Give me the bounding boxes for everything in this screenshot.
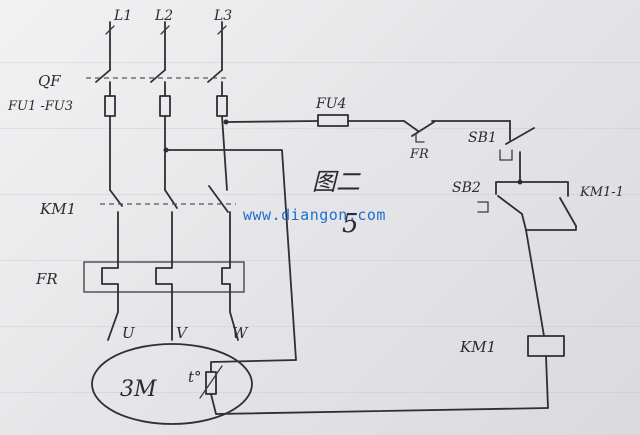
figure-caption: 图二 (312, 168, 361, 196)
thermistor-symbol (199, 359, 549, 415)
phase-label-l3: L3 (213, 8, 232, 24)
paper-ruling-line (0, 392, 640, 393)
watermark-url: www.diangon.com (243, 206, 386, 224)
control-fuse-label: FU4 (315, 96, 346, 112)
stop-button-label: SB1 (468, 130, 497, 146)
paper-ruling-line (0, 260, 640, 261)
phase-label-l1: L1 (113, 8, 132, 24)
thermal-relay-label: FR (35, 270, 58, 288)
contactor-km1-main-contacts (100, 185, 236, 263)
start-button-label: SB2 (452, 180, 481, 196)
coil-label: KM1 (459, 338, 496, 356)
contactor-main-label: KM1 (39, 200, 76, 218)
breaker-label: QF (38, 72, 61, 90)
thermal-relay-fr-box (83, 261, 245, 293)
power-lines-mid (109, 115, 228, 191)
paper-ruling-line (0, 62, 640, 63)
paper-ruling-line (0, 128, 640, 129)
figure-scribble: 5 (342, 209, 359, 239)
coil-branch (525, 229, 565, 409)
phase-label-l2: L2 (154, 8, 173, 24)
control-tap-wires (163, 119, 319, 361)
labels-layer: L1 L2 L3 QF FU1 -FU3 FU4 FR SB1 SB2 KM1-… (7, 8, 624, 402)
motor-terminal-v: V (176, 324, 189, 342)
phase-supply-lines (105, 21, 227, 71)
fuse-bank-label: FU1 -FU3 (7, 99, 73, 114)
breaker-qf-symbol (86, 69, 228, 97)
stop-button-sb1 (499, 120, 535, 185)
motor-feed-lines (107, 291, 239, 341)
paper-ruling-line (0, 194, 640, 195)
paper-ruling-line (0, 326, 640, 327)
control-fuse-fu4 (317, 114, 405, 127)
start-button-sb2 (477, 181, 527, 231)
aux-contact-km1-1 (519, 181, 577, 231)
motor-terminal-w: W (232, 324, 249, 342)
motor-label: 3M (120, 377, 157, 402)
thermistor-label: t° (188, 368, 202, 386)
fuse-bank-symbol (104, 95, 228, 117)
thermal-contact-fr (403, 120, 511, 143)
motor-terminal-u: U (122, 324, 136, 342)
thermal-contact-label: FR (409, 147, 429, 162)
aux-contact-label: KM1-1 (579, 185, 624, 200)
motor-3m-symbol (91, 343, 253, 425)
